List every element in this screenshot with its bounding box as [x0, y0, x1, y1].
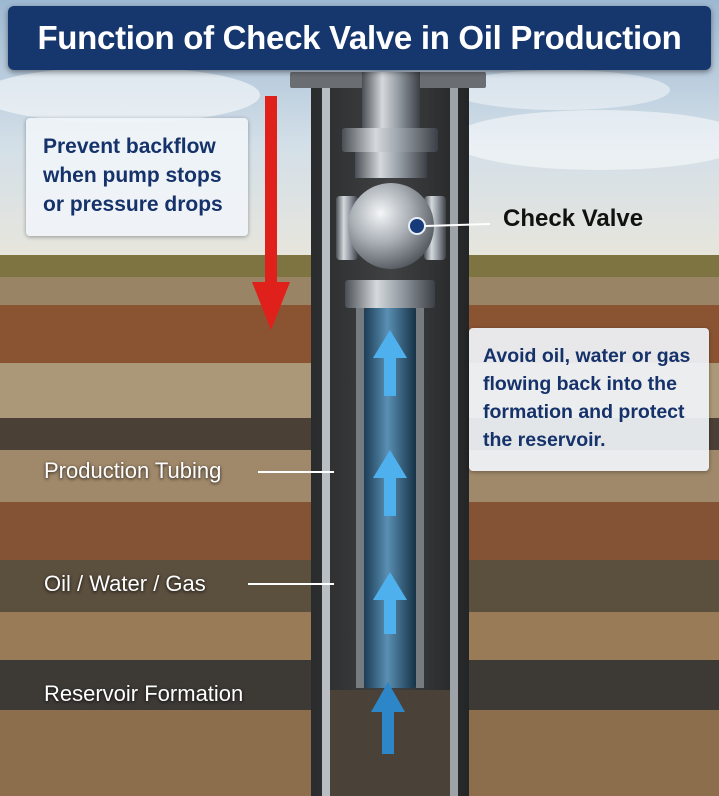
callout-line: when pump stops	[43, 164, 222, 187]
red-down-arrow-icon	[252, 282, 290, 330]
callout-line: Avoid oil, water or gas	[483, 345, 691, 367]
casing-wall-left	[322, 80, 330, 796]
valve-top-flange	[342, 128, 438, 152]
tubing-outer-left	[356, 308, 364, 688]
cloud	[450, 110, 719, 170]
valve-bottom-flange	[345, 280, 435, 308]
valve-marker-dot	[408, 217, 426, 235]
valve-label-leader-line	[424, 223, 491, 227]
casing-wall-right	[450, 80, 458, 796]
reservoir-protection-callout: Avoid oil, water or gas flowing back int…	[469, 328, 709, 471]
callout-line: the reservoir.	[483, 429, 606, 451]
check-valve-label: Check Valve	[503, 205, 644, 232]
backflow-callout: Prevent backflow when pump stops or pres…	[26, 118, 248, 236]
blue-up-arrow-icon	[373, 330, 407, 396]
blue-up-arrow-icon	[373, 450, 407, 516]
title-banner: Function of Check Valve in Oil Productio…	[8, 6, 711, 70]
callout-line: Prevent backflow	[43, 135, 216, 158]
valve-neck	[355, 152, 427, 178]
cloud	[0, 67, 260, 123]
callout-line: formation and protect	[483, 401, 685, 423]
fluids-label: Oil / Water / Gas	[44, 571, 206, 596]
callout-line: flowing back into the	[483, 373, 677, 395]
callout-line: or pressure drops	[43, 193, 223, 216]
blue-up-arrow-icon	[373, 572, 407, 634]
check-valve-ball	[348, 183, 434, 269]
red-down-arrow-icon	[265, 96, 277, 286]
tubing-outer-right	[416, 308, 424, 688]
production-tubing-label: Production Tubing	[44, 458, 222, 483]
cloud	[450, 70, 670, 110]
upper-pipe	[362, 72, 420, 132]
page-title: Function of Check Valve in Oil Productio…	[37, 19, 682, 56]
reservoir-formation-label: Reservoir Formation	[44, 681, 244, 706]
blue-up-arrow-icon	[371, 682, 405, 754]
